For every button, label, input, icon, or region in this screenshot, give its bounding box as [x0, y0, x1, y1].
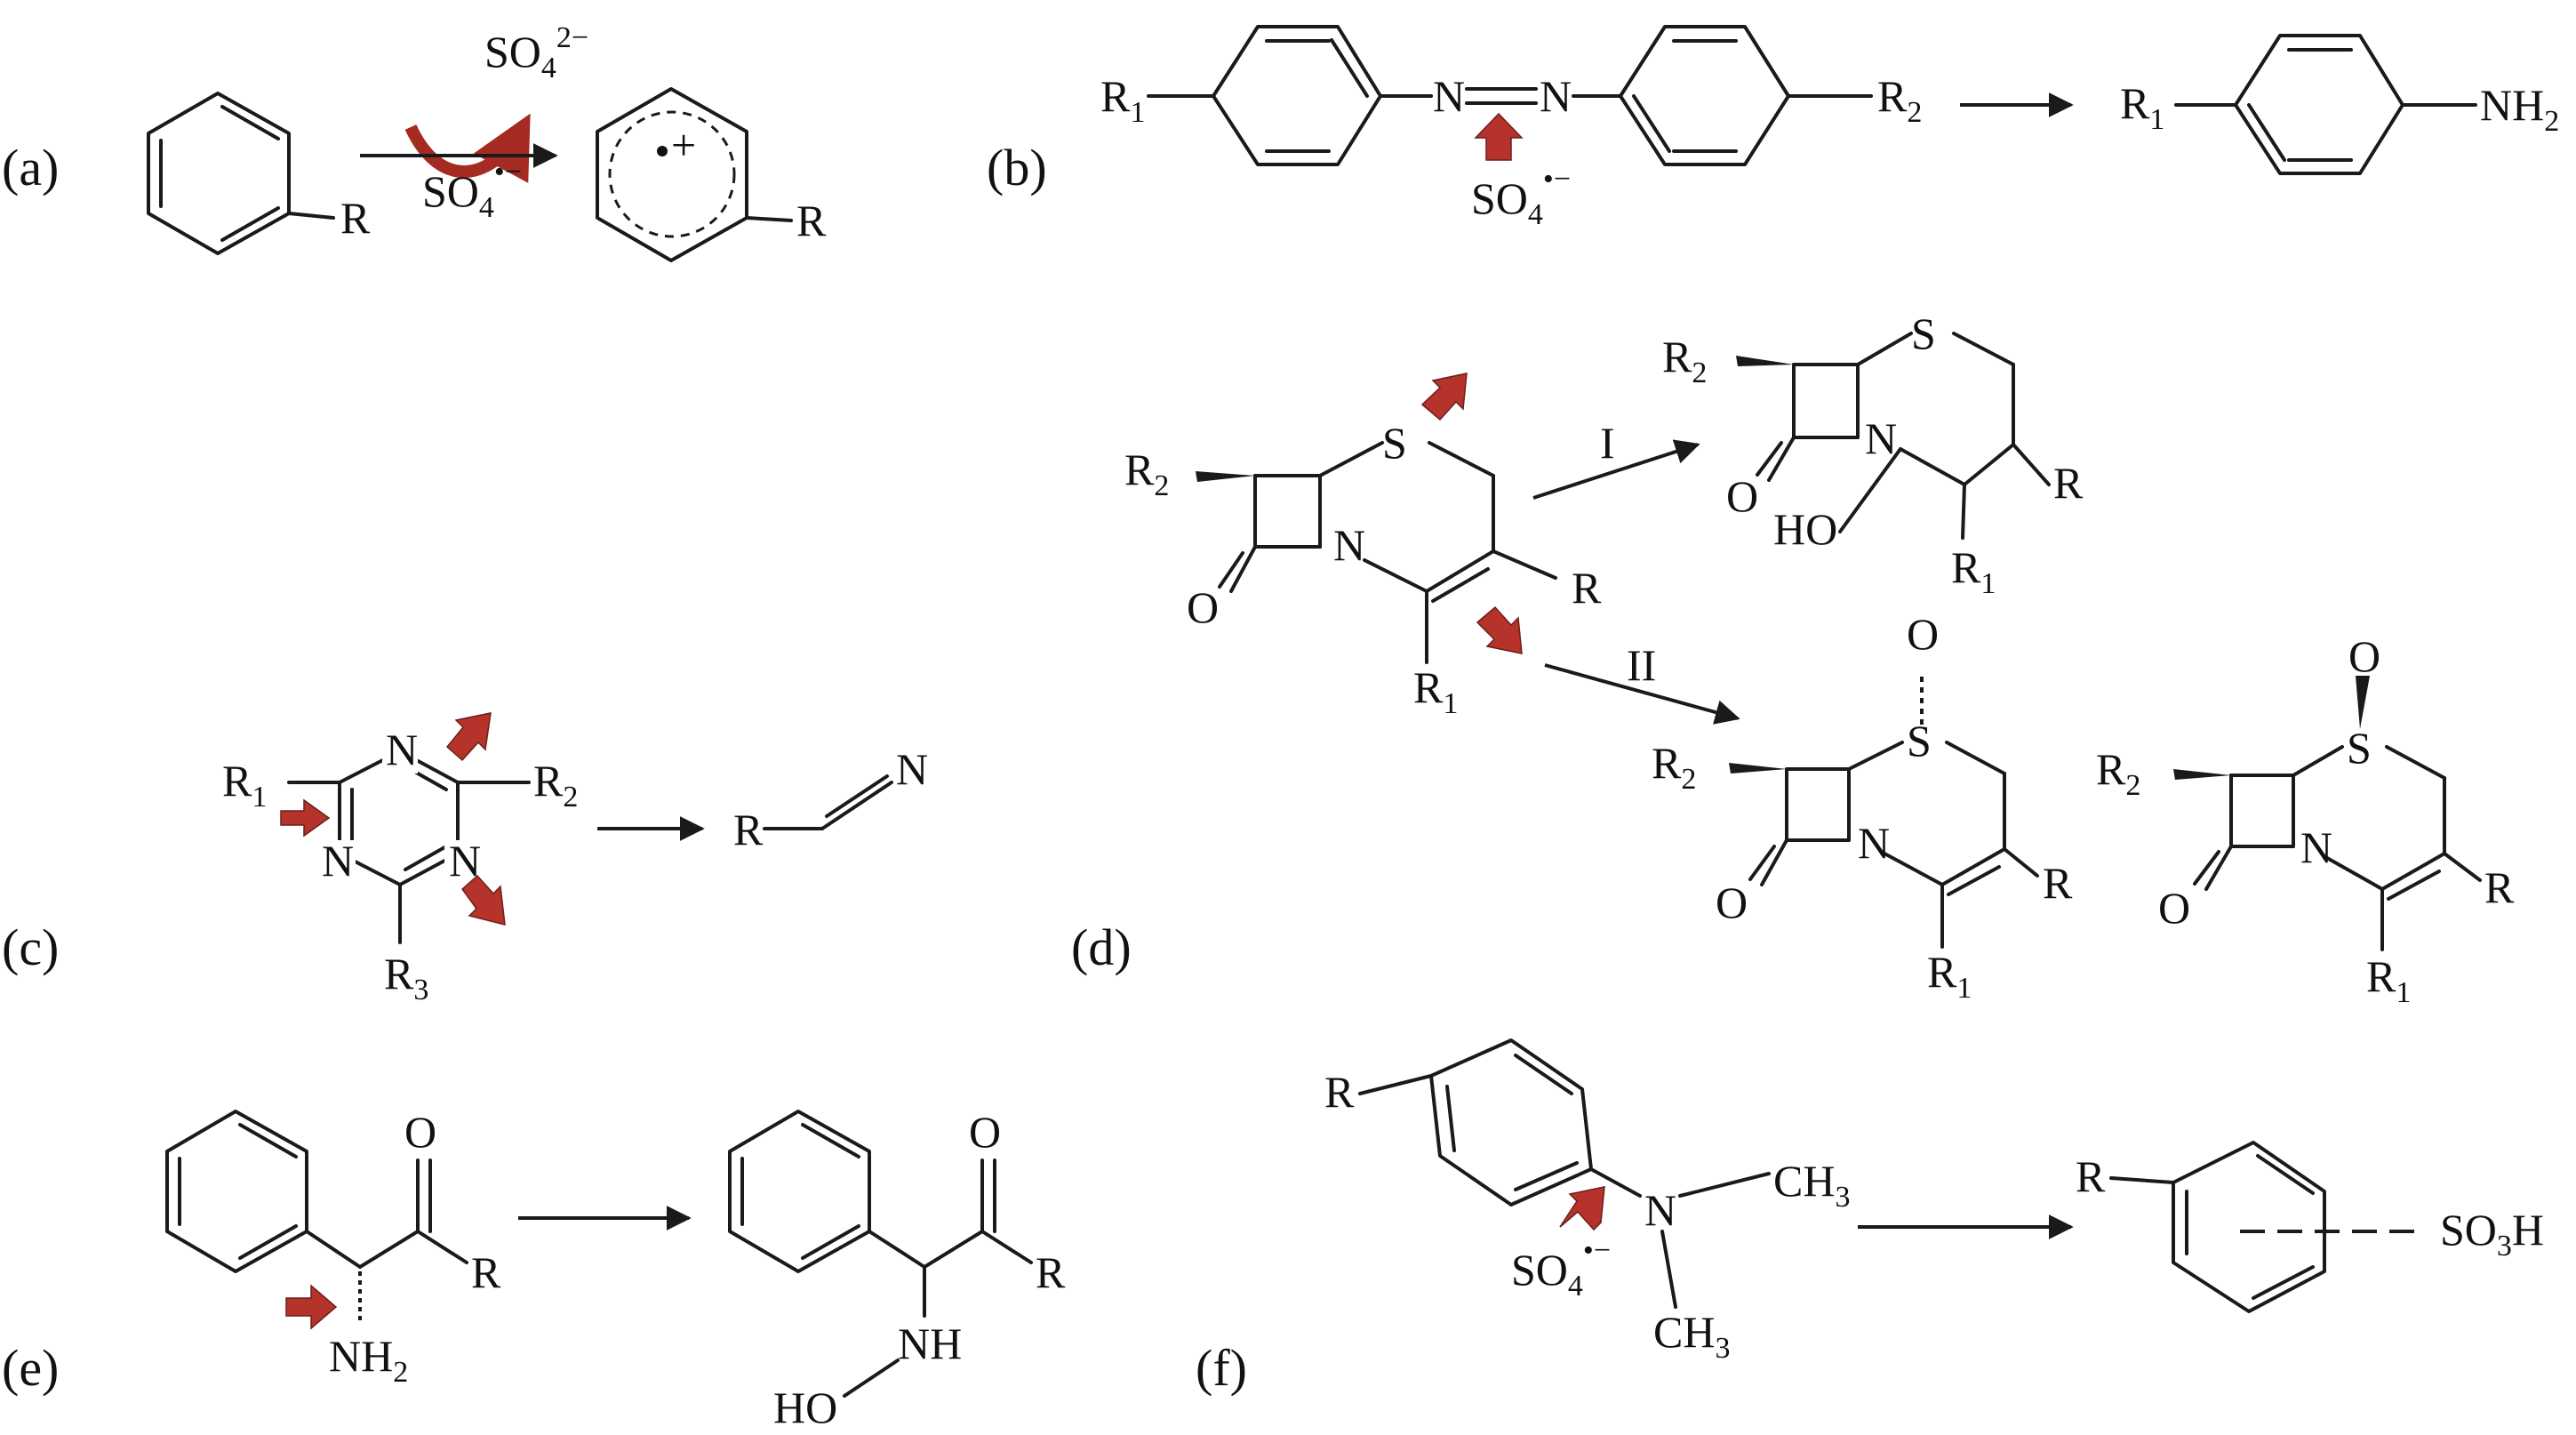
i-r: R	[2053, 458, 2084, 508]
d-r: R	[1572, 563, 1602, 613]
panel-e-label: (e)	[2, 1339, 59, 1397]
c-r3: R3	[384, 949, 428, 1006]
path-ii-arrow	[1544, 663, 1740, 725]
cation-charge: +	[671, 120, 696, 170]
iia-s: S	[1907, 716, 1932, 766]
iia-r1: R1	[1927, 947, 1972, 1005]
f-product-ring	[2172, 1141, 2326, 1313]
f-ch3-top: CH3	[1773, 1156, 1850, 1214]
iib-r2: R2	[2096, 744, 2140, 802]
sulfate-radical: SO4•−	[422, 156, 522, 224]
curved-electron-arrow	[404, 113, 531, 183]
attack-arrow-top	[445, 712, 492, 762]
iia-n: N	[1858, 818, 1890, 868]
c-r2: R2	[533, 756, 578, 814]
e-product	[728, 1110, 1033, 1398]
iib-s: S	[2347, 723, 2372, 773]
sulfate-released: SO42−	[484, 21, 588, 84]
b-r2: R2	[1877, 71, 1922, 129]
azo-n2: N	[1540, 71, 1572, 121]
attack-arrow-left	[280, 798, 331, 838]
e-product-o: O	[969, 1107, 1001, 1157]
i-r1: R1	[1951, 542, 1996, 600]
iib-r1: R1	[2366, 951, 2411, 1009]
f-attack-arrow	[1559, 1186, 1605, 1231]
e-nh2: NH2	[329, 1331, 408, 1389]
panel-e: (e) O R NH2	[2, 1107, 1066, 1432]
attack-site-arrow	[1474, 112, 1524, 161]
i-o: O	[1726, 471, 1758, 521]
panel-b-label: (b)	[987, 139, 1047, 196]
f-n: N	[1644, 1185, 1676, 1235]
f-ch3-bottom: CH3	[1653, 1307, 1730, 1365]
cephem-core	[1196, 441, 1557, 664]
i-r2: R2	[1662, 332, 1707, 389]
e-product-ho: HO	[773, 1383, 837, 1432]
product-substituent-r: R	[796, 196, 827, 245]
panel-b: (b) R1 N N R2 SO4•− R1	[987, 25, 2559, 231]
e-attack-arrow	[285, 1284, 338, 1330]
panel-c: (c) N N N R1 R2 R3 R N	[2, 712, 928, 1006]
b-ring-left	[1212, 25, 1382, 166]
b-product-nh2: NH2	[2480, 80, 2559, 138]
triazine-n-left: N	[322, 836, 354, 886]
product-ii-b	[2173, 676, 2482, 951]
e-r: R	[471, 1247, 501, 1297]
panel-d-label: (d)	[1071, 918, 1132, 976]
e-reactant	[165, 1110, 468, 1325]
d-attack-arrow-double-bond	[1476, 605, 1523, 654]
product-i	[1736, 332, 2051, 540]
i-n: N	[1865, 413, 1897, 463]
i-s: S	[1911, 309, 1936, 358]
product-ii-a	[1729, 671, 2039, 949]
d-attack-arrow-s	[1420, 373, 1468, 421]
substituent-r: R	[340, 193, 371, 243]
f-r: R	[1324, 1067, 1355, 1117]
iib-o: O	[2348, 631, 2380, 681]
path-ii-label: II	[1627, 640, 1656, 690]
b-ring-right	[1619, 25, 1790, 166]
c-r1: R1	[222, 756, 267, 814]
f-product-r: R	[2076, 1151, 2106, 1201]
d-s: S	[1382, 418, 1407, 468]
iia-r2: R2	[1652, 738, 1696, 796]
b-product-ring	[2234, 34, 2404, 175]
panel-a: (a) R SO42− SO4•− + R	[2, 21, 827, 262]
benzene-ring	[147, 92, 335, 255]
d-r2: R2	[1124, 445, 1169, 502]
panel-a-label: (a)	[2, 139, 59, 196]
f-product-so3h: SO3H	[2440, 1205, 2544, 1263]
iib-n: N	[2300, 822, 2332, 872]
f-sulfate-radical: SO4•−	[1511, 1234, 1611, 1303]
f-ring	[1429, 1038, 1642, 1207]
panel-c-label: (c)	[2, 918, 59, 976]
e-o: O	[404, 1107, 436, 1157]
iib-o-carbonyl: O	[2158, 883, 2190, 933]
i-ho: HO	[1773, 504, 1837, 554]
c-product-n: N	[896, 744, 928, 794]
iia-r: R	[2043, 858, 2073, 908]
path-i-label: I	[1600, 418, 1615, 468]
e-product-r: R	[1036, 1247, 1066, 1297]
iia-o: O	[1907, 609, 1939, 659]
b-sulfate-radical: SO4•−	[1471, 163, 1571, 231]
e-product-nh: NH	[898, 1319, 962, 1368]
d-r1: R1	[1413, 662, 1458, 720]
d-n: N	[1333, 520, 1365, 570]
iib-r: R	[2484, 862, 2515, 912]
panel-f-label: (f)	[1196, 1339, 1247, 1397]
iia-o-carbonyl: O	[1716, 878, 1748, 927]
c-product-r: R	[733, 805, 764, 854]
panel-f: (f) R N CH3 CH3 SO4•− R SO3H	[1196, 1038, 2544, 1397]
b-product-r1: R1	[2120, 78, 2164, 136]
radical-cation-ring	[596, 87, 793, 262]
b-r1: R1	[1100, 71, 1145, 129]
azo-n1: N	[1433, 71, 1465, 121]
panel-d: (d) S N O R2 R R1 I	[1071, 309, 2515, 1009]
attack-arrow-bottom	[460, 874, 506, 926]
triazine-n-top: N	[386, 725, 418, 774]
d-o: O	[1187, 582, 1219, 632]
path-i-arrow	[1532, 439, 1700, 500]
